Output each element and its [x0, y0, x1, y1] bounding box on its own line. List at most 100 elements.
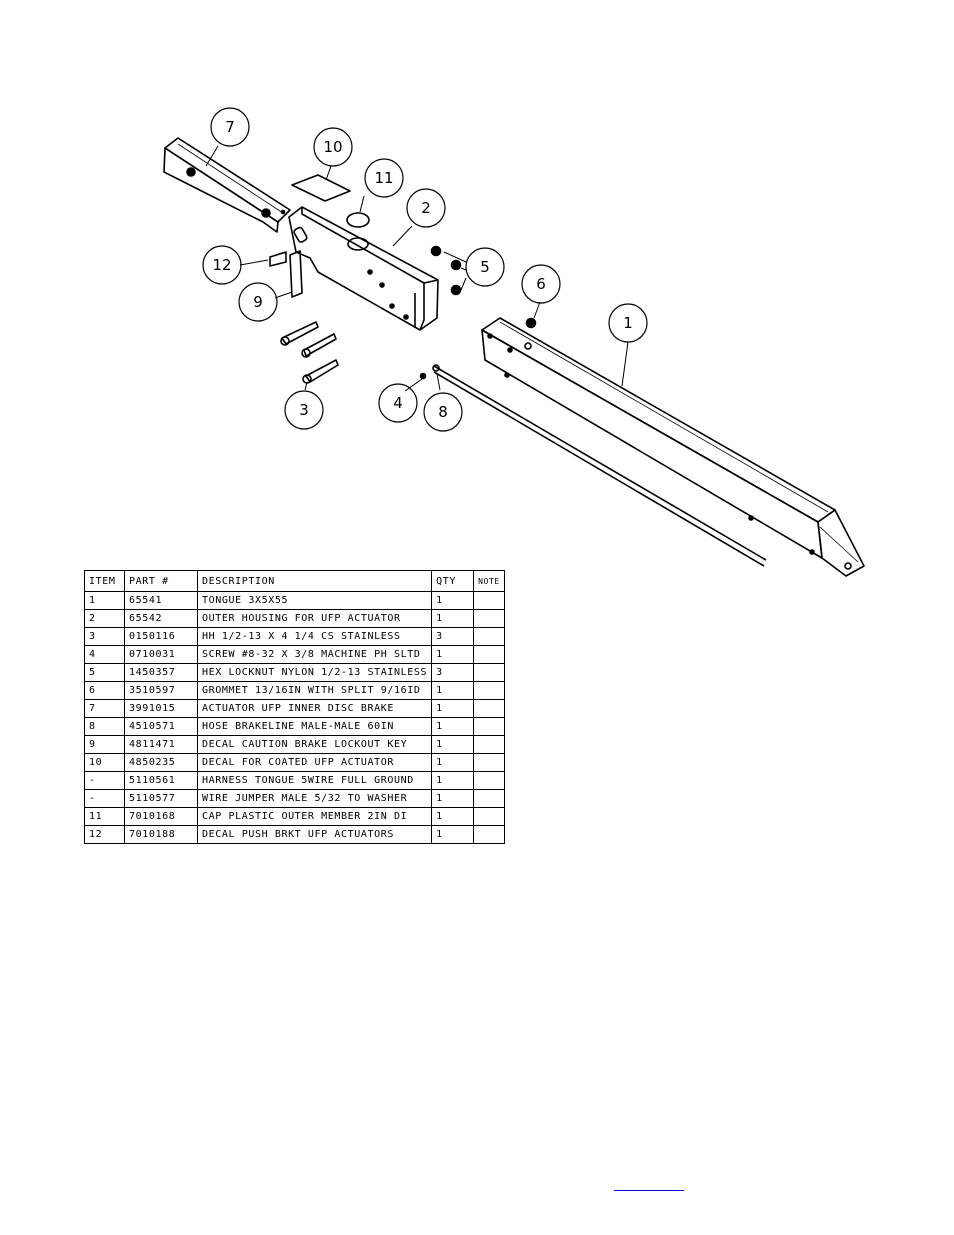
cell-qty: 1	[431, 717, 475, 736]
grommet-part	[525, 317, 537, 329]
cell-qty: 1	[431, 807, 475, 826]
cell-item: -	[84, 771, 125, 790]
cell-qty: 1	[431, 771, 475, 790]
cell-qty: 1	[431, 609, 475, 628]
cell-item: 3	[84, 627, 125, 646]
cell-description: HARNESS TONGUE 5WIRE FULL GROUND	[196, 771, 433, 790]
cell-part-number: 3510597	[124, 681, 198, 700]
bolts-part	[280, 321, 339, 384]
tongue-part	[481, 317, 865, 577]
cell-part-number: 7010168	[124, 807, 198, 826]
cell-part-number: 4850235	[124, 753, 198, 772]
cell-note	[473, 735, 506, 754]
cell-note	[473, 645, 506, 664]
cell-description: GROMMET 13/16IN WITH SPLIT 9/16ID	[196, 681, 433, 700]
cell-item: 9	[84, 735, 125, 754]
cell-note	[473, 681, 506, 700]
cell-description: ACTUATOR UFP INNER DISC BRAKE	[196, 699, 433, 718]
footer-link[interactable]	[614, 1178, 684, 1194]
cell-item: 10	[84, 753, 125, 772]
cell-qty: 3	[431, 663, 475, 682]
cell-item: 6	[84, 681, 125, 700]
header-item: ITEM	[84, 570, 125, 592]
cell-note	[473, 807, 506, 826]
cell-description: HEX LOCKNUT NYLON 1/2-13 STAINLESS	[196, 663, 433, 682]
cell-item: -	[84, 789, 125, 808]
cell-qty: 1	[431, 735, 475, 754]
cell-description: HH 1/2-13 X 4 1/4 CS STAINLESS	[196, 627, 433, 646]
cell-description: SCREW #8-32 X 3/8 MACHINE PH SLTD	[196, 645, 433, 664]
callout-10: 10	[323, 138, 342, 156]
cell-item: 2	[84, 609, 125, 628]
callout-7: 7	[225, 118, 235, 136]
cell-note	[473, 699, 506, 718]
header-qty: QTY	[431, 570, 475, 592]
cell-part-number: 65541	[124, 591, 198, 610]
decal-caution-part	[289, 250, 303, 298]
callout-9: 9	[253, 293, 263, 311]
cell-part-number: 4811471	[124, 735, 198, 754]
cell-part-number: 5110561	[124, 771, 198, 790]
callout-4: 4	[393, 394, 403, 412]
cell-description: HOSE BRAKELINE MALE-MALE 60IN	[196, 717, 433, 736]
cell-note	[473, 753, 506, 772]
callout-2: 2	[421, 199, 431, 217]
cell-item: 8	[84, 717, 125, 736]
outer-housing-part	[288, 206, 439, 331]
cell-note	[473, 825, 506, 844]
cell-description: DECAL PUSH BRKT UFP ACTUATORS	[196, 825, 433, 844]
header-description: DESCRIPTION	[196, 570, 433, 592]
cell-part-number: 5110577	[124, 789, 198, 808]
cell-item: 4	[84, 645, 125, 664]
cell-part-number: 4510571	[124, 717, 198, 736]
brake-hose-part	[432, 364, 767, 567]
cell-note	[473, 789, 506, 808]
callout-5: 5	[480, 258, 490, 276]
cell-description: OUTER HOUSING FOR UFP ACTUATOR	[196, 609, 433, 628]
header-part-number: PART #	[124, 570, 198, 592]
leader-lines	[205, 145, 629, 392]
cell-part-number: 1450357	[124, 663, 198, 682]
locknuts-part	[430, 245, 462, 296]
cell-part-number: 0150116	[124, 627, 198, 646]
cell-description: TONGUE 3X5X55	[196, 591, 433, 610]
cell-part-number: 7010188	[124, 825, 198, 844]
cell-qty: 3	[431, 627, 475, 646]
cell-item: 1	[84, 591, 125, 610]
cell-qty: 1	[431, 591, 475, 610]
cell-description: DECAL FOR COATED UFP ACTUATOR	[196, 753, 433, 772]
cell-qty: 1	[431, 753, 475, 772]
cell-item: 7	[84, 699, 125, 718]
cell-note	[473, 663, 506, 682]
cell-note	[473, 771, 506, 790]
decal-actuator-part	[291, 174, 351, 202]
header-note: NOTE	[473, 570, 506, 592]
cell-item: 5	[84, 663, 125, 682]
cell-note	[473, 591, 506, 610]
callout-12: 12	[212, 256, 231, 274]
plastic-cap-part	[346, 212, 370, 228]
cell-qty: 1	[431, 825, 475, 844]
callout-6: 6	[536, 275, 546, 293]
cell-item: 12	[84, 825, 125, 844]
cell-part-number: 65542	[124, 609, 198, 628]
table-header-row: ITEM PART # DESCRIPTION QTY NOTE	[84, 570, 506, 592]
cell-note	[473, 627, 506, 646]
cell-qty: 1	[431, 699, 475, 718]
cell-qty: 1	[431, 681, 475, 700]
callout-8: 8	[438, 403, 448, 421]
